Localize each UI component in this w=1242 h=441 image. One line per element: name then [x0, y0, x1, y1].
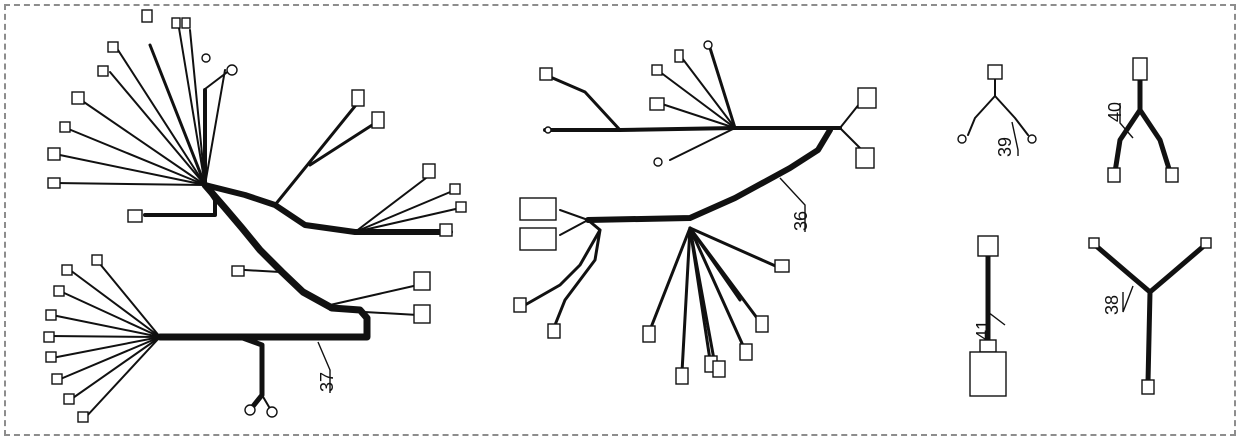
harness-37-upper — [54, 21, 461, 341]
harness-37-lower — [49, 263, 273, 419]
small-harness-connectors — [957, 57, 1212, 397]
label-36: 36 — [791, 210, 811, 231]
small-harnesses — [967, 72, 1208, 385]
harness-36 — [523, 46, 868, 374]
label-40: 40 — [1105, 101, 1125, 122]
label-41: 41 — [973, 319, 993, 340]
harness-37-connectors — [43, 9, 467, 423]
label-38: 38 — [1102, 294, 1122, 315]
harness-36-connectors — [513, 40, 877, 385]
diagram-frame — [4, 4, 1236, 436]
callout-lines — [317, 103, 1134, 393]
label-39: 39 — [995, 136, 1015, 157]
label-37: 37 — [317, 371, 337, 392]
